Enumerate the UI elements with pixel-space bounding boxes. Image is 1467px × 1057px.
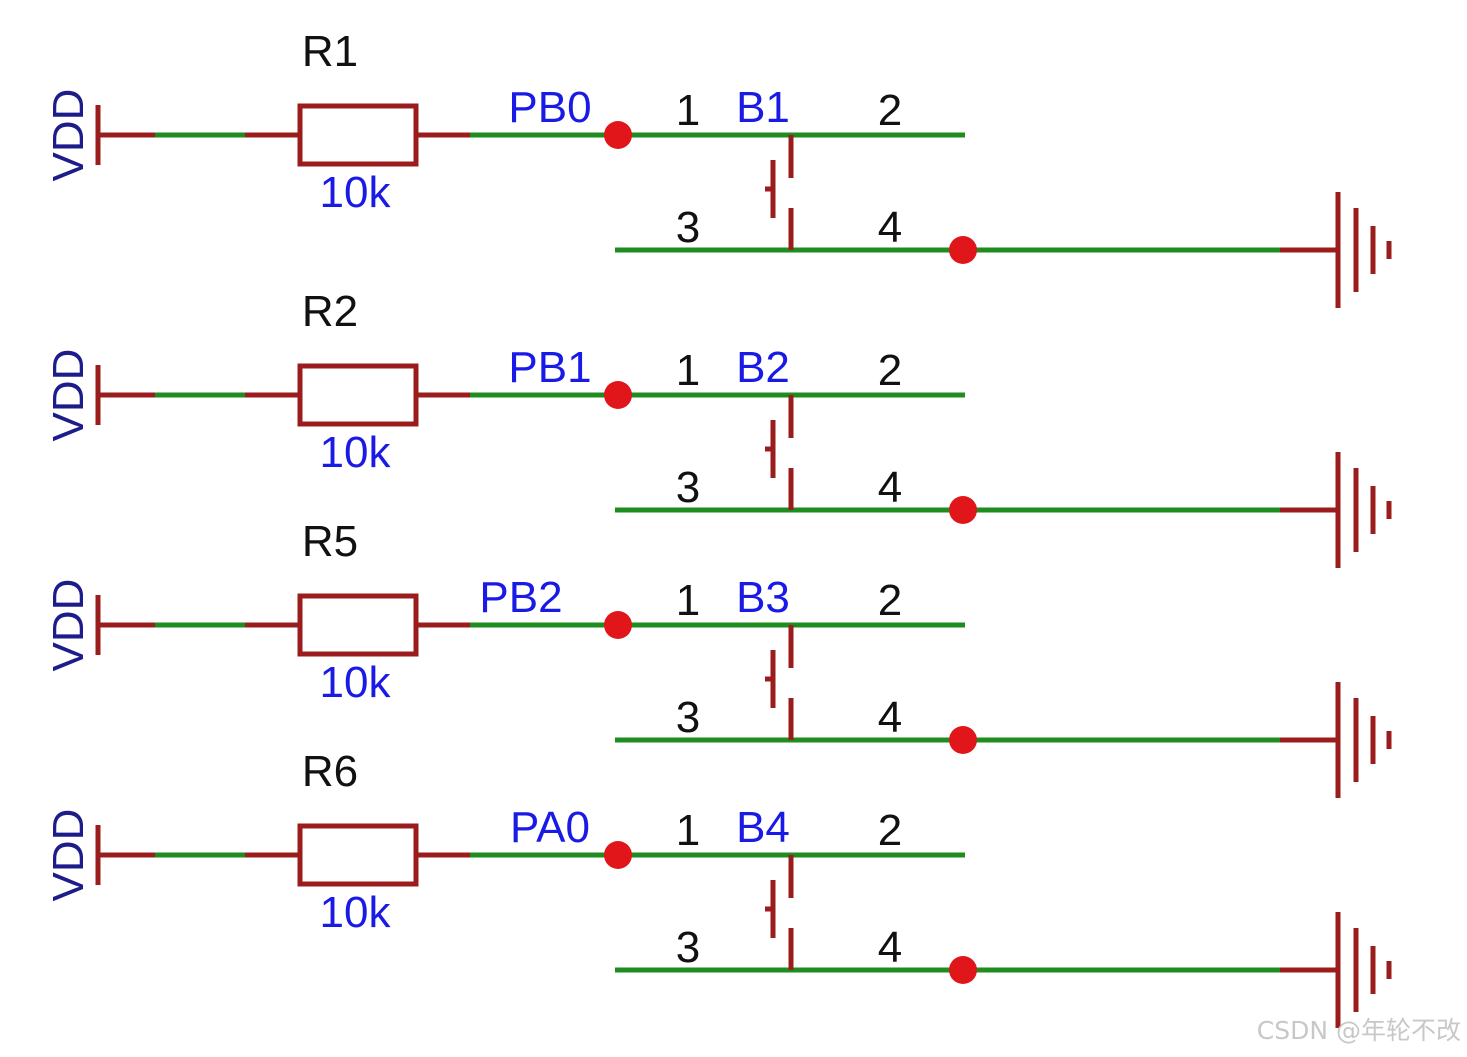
vdd-label: VDD <box>44 89 93 182</box>
circuit-row-1: VDD R1 10k PB0 1 2 3 4 B1 <box>44 27 1392 308</box>
resistor-value: 10k <box>320 428 392 477</box>
ground-symbol <box>1335 192 1392 308</box>
resistor-body <box>297 363 419 427</box>
junction-dot <box>604 611 632 639</box>
button-designator: B2 <box>736 343 790 392</box>
junction-dot <box>604 381 632 409</box>
pin-number-1: 1 <box>676 576 700 625</box>
pin-number-4: 4 <box>878 923 902 972</box>
net-label: PB2 <box>479 573 562 622</box>
button-designator: B3 <box>736 573 790 622</box>
resistor-value: 10k <box>320 168 392 217</box>
pin-number-3: 3 <box>676 693 700 742</box>
resistor-body <box>297 593 419 657</box>
resistor-value: 10k <box>320 658 392 707</box>
pin-number-1: 1 <box>676 806 700 855</box>
circuit-row-4: VDD R6 10k PA0 1 2 3 4 B4 <box>44 747 1392 1028</box>
button-designator: B4 <box>736 803 790 852</box>
circuit-row-2: VDD R2 10k PB1 1 2 3 4 B2 <box>44 287 1392 568</box>
junction-dot <box>604 121 632 149</box>
circuit-row-3: VDD R5 10k PB2 1 2 3 4 B3 <box>44 517 1392 798</box>
ground-symbol <box>1335 682 1392 798</box>
vdd-label: VDD <box>44 349 93 442</box>
resistor-body <box>297 103 419 167</box>
resistor-value: 10k <box>320 888 392 937</box>
junction-dot <box>949 726 977 754</box>
resistor-designator: R2 <box>302 287 358 336</box>
net-label: PB0 <box>508 83 591 132</box>
resistor-designator: R5 <box>302 517 358 566</box>
pin-number-2: 2 <box>878 346 902 395</box>
pin-number-1: 1 <box>676 346 700 395</box>
resistor-designator: R1 <box>302 27 358 76</box>
pin-number-1: 1 <box>676 86 700 135</box>
resistor-body <box>297 823 419 887</box>
pin-number-2: 2 <box>878 576 902 625</box>
pin-number-3: 3 <box>676 203 700 252</box>
vdd-label: VDD <box>44 579 93 672</box>
pin-number-4: 4 <box>878 693 902 742</box>
ground-symbol <box>1335 912 1392 1028</box>
net-label: PA0 <box>510 803 590 852</box>
net-label: PB1 <box>508 343 591 392</box>
pin-number-2: 2 <box>878 86 902 135</box>
junction-dot <box>949 496 977 524</box>
junction-dot <box>604 841 632 869</box>
pin-number-4: 4 <box>878 203 902 252</box>
pin-number-4: 4 <box>878 463 902 512</box>
ground-symbol <box>1335 452 1392 568</box>
vdd-label: VDD <box>44 809 93 902</box>
pin-number-2: 2 <box>878 806 902 855</box>
junction-dot <box>949 236 977 264</box>
watermark: CSDN @年轮不改 <box>1256 1016 1461 1045</box>
resistor-designator: R6 <box>302 747 358 796</box>
button-designator: B1 <box>736 83 790 132</box>
pin-number-3: 3 <box>676 923 700 972</box>
junction-dot <box>949 956 977 984</box>
pin-number-3: 3 <box>676 463 700 512</box>
